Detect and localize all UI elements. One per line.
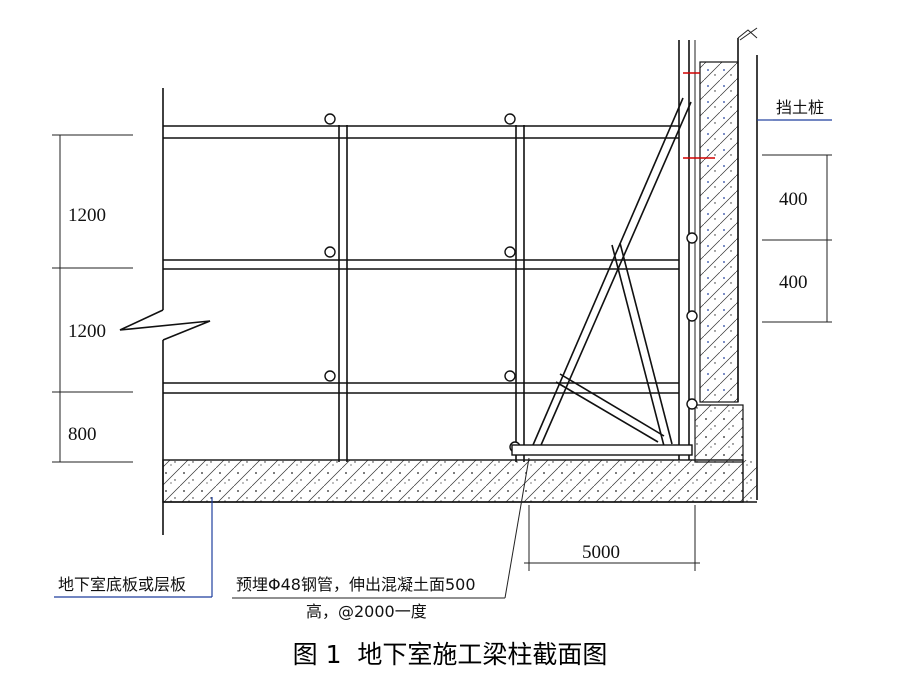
left-dimension-chain: 1200 1200 800 xyxy=(52,134,133,463)
figure-caption: 图 1 地下室施工梁柱截面图 xyxy=(293,640,608,669)
basement-slab xyxy=(162,404,757,503)
dim-bottom: 5000 xyxy=(582,542,620,563)
bottom-dimension: 5000 xyxy=(524,505,700,571)
diagonal-braces xyxy=(529,97,692,453)
retaining-pile-label: 挡土桩 xyxy=(776,98,824,117)
break-line xyxy=(119,88,211,535)
embedded-pipe-line1: 预埋Φ48钢管，伸出混凝土面500 xyxy=(236,575,476,594)
couplers xyxy=(324,113,698,453)
horizontal-beams xyxy=(163,125,679,394)
retaining-pile-annotation: 挡土桩 xyxy=(757,98,832,121)
right-dimension-chain: 400 400 xyxy=(762,154,832,323)
basement-slab-label: 地下室底板或层板 xyxy=(58,575,186,594)
dim-left-2: 1200 xyxy=(68,321,106,342)
dim-right-1: 400 xyxy=(779,189,808,210)
embedded-pipe-line2: 高，@2000一度 xyxy=(306,602,427,621)
retaining-pile xyxy=(699,27,758,500)
base-plate xyxy=(511,444,693,456)
dim-left-3: 800 xyxy=(68,424,97,445)
basement-slab-annotation: 地下室底板或层板 xyxy=(54,497,213,598)
scaffold-poles xyxy=(338,125,525,462)
wall-vertical-pipes xyxy=(678,40,696,460)
dim-left-1: 1200 xyxy=(68,205,106,226)
red-markers xyxy=(683,72,715,159)
embedded-pipe-annotation: 预埋Φ48钢管，伸出混凝土面500 高，@2000一度 xyxy=(232,457,530,621)
dim-right-2: 400 xyxy=(779,272,808,293)
